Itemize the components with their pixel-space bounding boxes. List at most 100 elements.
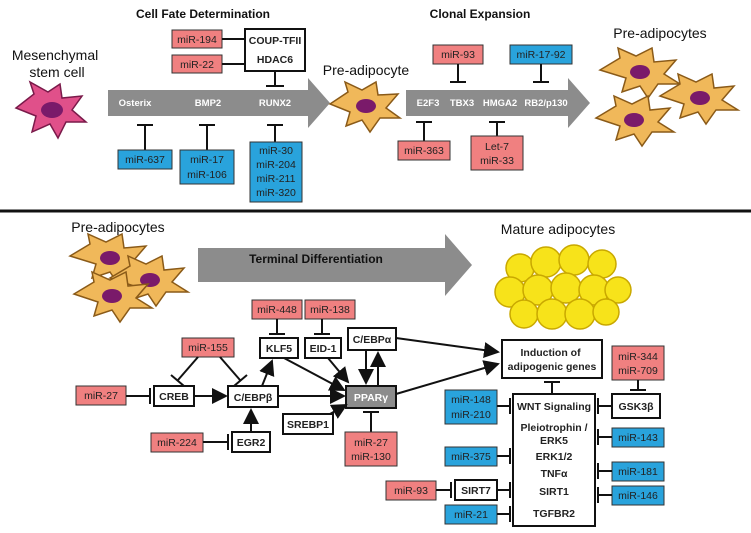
mir138-label: miR-138 bbox=[310, 304, 350, 316]
mir17-106-box bbox=[179, 149, 235, 185]
mir30-group-box bbox=[249, 141, 303, 203]
klf5-box bbox=[259, 337, 299, 359]
let7-label: Let-7 bbox=[485, 141, 509, 153]
ppar-label: PPARγ bbox=[354, 392, 388, 404]
mir363-label: miR-363 bbox=[404, 145, 444, 157]
pathway-pleiotrophin: Pleiotrophin / bbox=[520, 422, 587, 434]
hdac6-label: HDAC6 bbox=[257, 54, 293, 66]
pathway-wnt: WNT Signaling bbox=[517, 401, 591, 413]
preadipocyte-label: Pre-adipocyte bbox=[323, 62, 410, 78]
mir106-label: miR-106 bbox=[187, 169, 227, 181]
arrow-cell-fate bbox=[108, 78, 330, 128]
arrow-clonal-expansion bbox=[406, 78, 590, 128]
arrow-cebpa-induction bbox=[395, 337, 500, 359]
gene-bmp2: BMP2 bbox=[195, 98, 221, 109]
mir211-label: miR-211 bbox=[257, 173, 296, 185]
gene-rb2: RB2/p130 bbox=[524, 98, 567, 109]
pathway-erk12: ERK1/2 bbox=[536, 451, 573, 463]
cebpa-label: C/EBPα bbox=[353, 334, 392, 346]
inhibit-bar-mir155-creb bbox=[170, 374, 185, 387]
mir637-box bbox=[117, 149, 173, 170]
srebp1-box bbox=[282, 413, 334, 435]
arrow-srebp1-ppar bbox=[329, 404, 348, 419]
klf5-label: KLF5 bbox=[266, 343, 292, 355]
mature-adipocytes-label: Mature adipocytes bbox=[501, 221, 615, 237]
mir30-label: miR-30 bbox=[259, 145, 293, 157]
ppar-box bbox=[345, 385, 397, 409]
preadipocytes-label-top: Pre-adipocytes bbox=[613, 25, 706, 41]
pathway-sirt1: SIRT1 bbox=[539, 486, 569, 498]
heading-terminal-differentiation: Terminal Differentiation bbox=[249, 252, 383, 266]
heading-cell-fate: Cell Fate Determination bbox=[136, 7, 270, 21]
sirt7-label: SIRT7 bbox=[461, 485, 491, 497]
inhibit-mir155-creb bbox=[177, 356, 199, 381]
coup-tfii-label: COUP-TFII bbox=[249, 35, 302, 47]
mir210-label: miR-210 bbox=[451, 409, 491, 421]
inhibit-mir155-cebpb bbox=[219, 356, 241, 381]
induction-box bbox=[501, 339, 603, 379]
inhibit-bar-mir155-cebpb bbox=[233, 374, 248, 387]
mir146-label: miR-146 bbox=[618, 490, 658, 502]
mir17-label: miR-17 bbox=[190, 154, 224, 166]
pathway-list-box bbox=[512, 393, 596, 527]
mir224-label: miR-224 bbox=[157, 437, 197, 449]
mir27-label: miR-27 bbox=[354, 437, 388, 449]
preadipocytes-cluster-bottom-icon bbox=[68, 232, 191, 324]
mir138-box bbox=[304, 299, 356, 320]
egr2-label: EGR2 bbox=[237, 437, 266, 449]
gene-runx2: RUNX2 bbox=[259, 98, 291, 109]
pathway-tgfbr2: TGFBR2 bbox=[533, 508, 575, 520]
induction-label: Induction of adipogenic genes bbox=[508, 347, 597, 373]
arrow-cebpb-klf5 bbox=[259, 359, 275, 387]
mesenchymal-stem-cell-icon bbox=[14, 80, 89, 140]
mir21-label: miR-21 bbox=[454, 509, 488, 521]
creb-label: CREB bbox=[159, 391, 189, 403]
preadipocyte-cell-icon bbox=[328, 80, 403, 134]
gene-hmga2: HMGA2 bbox=[483, 98, 517, 109]
gene-osterix: Osterix bbox=[119, 98, 152, 109]
mir143-label: miR-143 bbox=[618, 432, 658, 444]
arrow-klf5-ppar bbox=[283, 357, 346, 391]
mir344-label: miR-344 bbox=[618, 351, 658, 363]
cebpb-label: C/EBPβ bbox=[234, 392, 273, 404]
mir148-label: miR-148 bbox=[451, 394, 491, 406]
mir363-box bbox=[397, 140, 451, 161]
mir181-label: miR-181 bbox=[618, 466, 658, 478]
gsk3b-label: GSK3β bbox=[618, 401, 654, 413]
preadipocytes-label-bottom: Pre-adipocytes bbox=[71, 219, 164, 235]
mir148-210-box bbox=[444, 389, 498, 425]
mir27-130-box bbox=[344, 431, 398, 467]
mature-adipocytes-icon bbox=[494, 244, 632, 330]
mir155-label: miR-155 bbox=[188, 342, 228, 354]
inhibit-eid1-ppar bbox=[327, 357, 350, 384]
mir93-top-label: miR-93 bbox=[441, 49, 475, 61]
mir27-left-label: miR-27 bbox=[84, 390, 118, 402]
eid1-label: EID-1 bbox=[310, 343, 337, 355]
mir17-92-label: miR-17-92 bbox=[516, 49, 565, 61]
mir93-bottom-label: miR-93 bbox=[394, 485, 428, 497]
mir33-label: miR-33 bbox=[480, 155, 514, 167]
gene-tbx3: TBX3 bbox=[450, 98, 474, 109]
msc-label: Mesenchymal stem cell bbox=[12, 47, 102, 80]
mir375-label: miR-375 bbox=[451, 451, 491, 463]
srebp1-label: SREBP1 bbox=[287, 419, 329, 431]
mir448-label: miR-448 bbox=[257, 304, 297, 316]
mir204-label: miR-204 bbox=[256, 159, 296, 171]
mir709-label: miR-709 bbox=[618, 365, 658, 377]
coup-hdac-box bbox=[244, 28, 306, 72]
mir344-709-box bbox=[611, 345, 665, 381]
mir637-label: miR-637 bbox=[125, 154, 165, 166]
mir320-label: miR-320 bbox=[256, 187, 296, 199]
pathway-erk5: ERK5 bbox=[540, 435, 568, 447]
preadipocytes-cluster-top-icon bbox=[594, 46, 741, 148]
mir130-label: miR-130 bbox=[351, 451, 391, 463]
mir155-box bbox=[181, 337, 235, 358]
pathway-tnfa: TNFα bbox=[541, 468, 568, 480]
mir194-label: miR-194 bbox=[177, 34, 217, 46]
heading-clonal-expansion: Clonal Expansion bbox=[430, 7, 531, 21]
eid1-box bbox=[304, 337, 342, 359]
arrow-terminal-differentiation bbox=[198, 234, 472, 296]
gene-e2f3: E2F3 bbox=[417, 98, 440, 109]
mir22-label: miR-22 bbox=[180, 59, 214, 71]
